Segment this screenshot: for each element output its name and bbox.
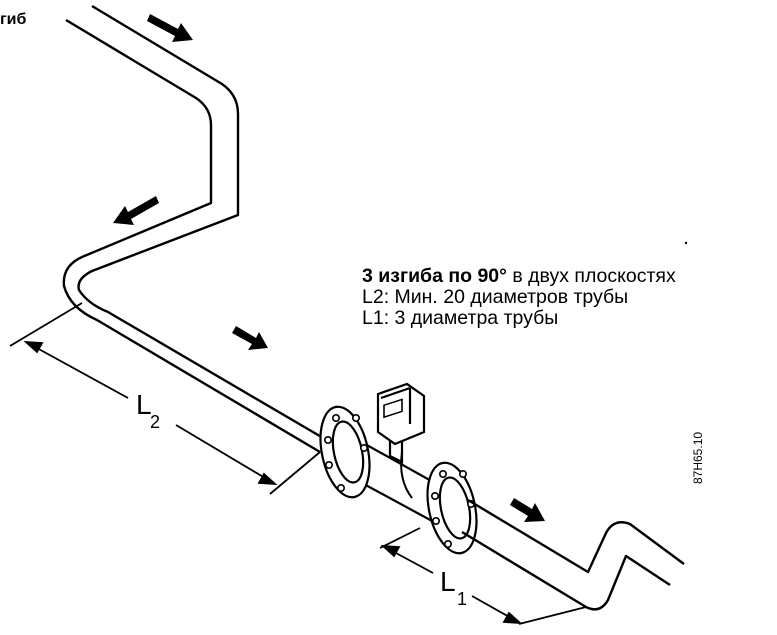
stray-dot <box>684 241 688 245</box>
l2-extension-right <box>269 451 321 495</box>
lower-pipe <box>461 498 685 611</box>
l2-extension-left <box>9 302 83 347</box>
dimension-l1 <box>379 527 587 625</box>
l1-extension-right <box>518 606 587 625</box>
caption: 3 изгиба по 90° в двух плоскостях L2: Ми… <box>362 266 676 329</box>
outlet-flange <box>426 461 478 555</box>
flowmeter <box>319 382 478 555</box>
flow-arrows <box>113 14 545 522</box>
upper-pipe-outer-wall <box>77 4 331 444</box>
caption-line-3: L1: 3 диаметра трубы <box>362 307 559 329</box>
l1-label: L <box>440 566 456 597</box>
flow-arrow-right <box>510 498 545 522</box>
l2-dimension-line-b <box>175 424 276 485</box>
l2-label: L <box>136 389 152 420</box>
l2-arrowhead-left <box>23 340 44 354</box>
drawing-reference: 87H65.10 <box>691 432 705 484</box>
flow-arrow-left <box>113 196 159 225</box>
flow-arrow-middle <box>232 326 268 350</box>
l1-subscript: 1 <box>457 589 467 609</box>
caption-bold: 3 изгиба по 90° <box>362 265 507 287</box>
transmitter-cable <box>400 451 413 499</box>
flow-arrow-top <box>147 14 193 42</box>
dimension-l2 <box>9 302 321 495</box>
l1-arrowhead-right <box>502 611 523 625</box>
upper-pipe-inner-wall <box>62 18 321 454</box>
caption-line-1: 3 изгиба по 90° в двух плоскостях <box>362 266 676 287</box>
l2-dimension-line-a <box>25 341 129 399</box>
caption-line-2: L2: Мин. 20 диаметров трубы <box>362 286 629 308</box>
transmitter-display <box>383 398 403 419</box>
transmitter-face <box>380 386 412 424</box>
l1-extension-left <box>379 527 421 549</box>
lower-pipe-outer-wall <box>467 498 685 574</box>
caption-rest: в двух плоскостях <box>506 265 676 287</box>
l1-arrowhead-left <box>380 544 401 558</box>
lower-pipe-inner-wall <box>461 530 671 611</box>
l2-subscript: 2 <box>150 412 160 432</box>
flange-bolts <box>323 413 475 548</box>
top-bend-label: гиб <box>0 11 27 28</box>
l2-arrowhead-right <box>257 472 278 486</box>
transmitter-housing <box>376 382 426 446</box>
